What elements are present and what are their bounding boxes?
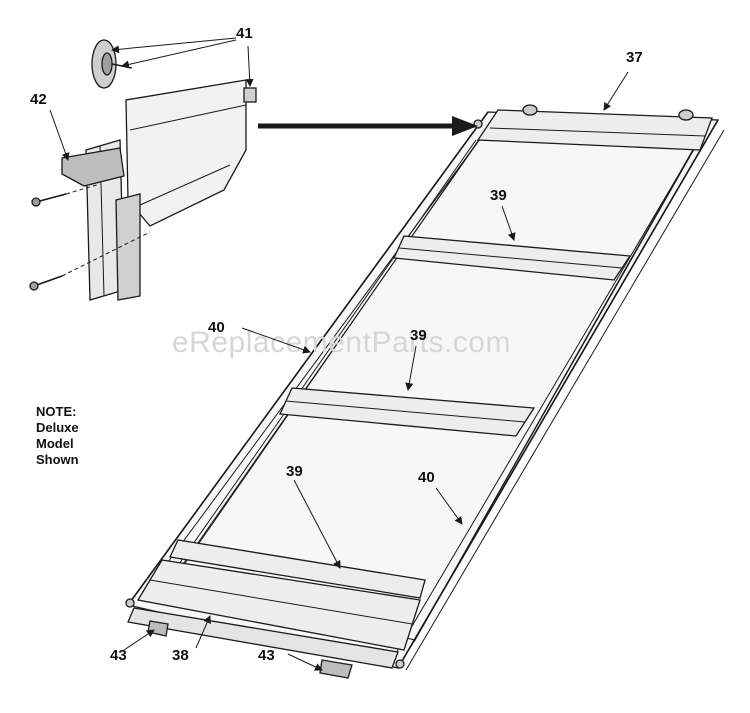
callout-39-middle: 39: [410, 327, 427, 344]
upper-screw: [31, 183, 101, 207]
callout-41: 41: [236, 25, 253, 42]
top-panel: [476, 104, 713, 151]
detail-arrow: [258, 116, 478, 136]
upper-cross-brace: [393, 235, 632, 281]
bottom-panel: [127, 559, 421, 669]
note-line-model: Model: [36, 436, 74, 451]
callout-40-right: 40: [418, 469, 435, 486]
hinge-detail: [29, 39, 257, 301]
callout-39-upper: 39: [490, 187, 507, 204]
callout-37: 37: [626, 49, 643, 66]
note-heading: NOTE:: [36, 404, 77, 419]
door-frame: [125, 104, 725, 679]
callout-42: 42: [30, 91, 47, 108]
roller-wheel: [91, 39, 133, 89]
leader-lines: [49, 37, 629, 671]
lower-cross-brace: [169, 539, 426, 599]
roller-clip: [243, 87, 257, 103]
left-side-rail: [127, 111, 495, 606]
callout-38: 38: [172, 647, 189, 664]
bottom-bracket-left: [147, 620, 169, 637]
note-line-deluxe: Deluxe: [36, 420, 79, 435]
model-note: NOTE: Deluxe Model Shown: [36, 404, 79, 468]
callout-43-right: 43: [258, 647, 275, 664]
middle-cross-brace: [279, 387, 536, 437]
note-line-shown: Shown: [36, 452, 79, 467]
latch-bracket: [61, 147, 125, 187]
callout-43-left: 43: [110, 647, 127, 664]
callout-39-lower: 39: [286, 463, 303, 480]
bottom-bracket-right: [319, 659, 353, 679]
lower-screw: [29, 231, 151, 291]
callout-40-left: 40: [208, 319, 225, 336]
right-side-rail: [391, 119, 725, 671]
watermark-text: eReplacementParts.com: [172, 326, 511, 359]
